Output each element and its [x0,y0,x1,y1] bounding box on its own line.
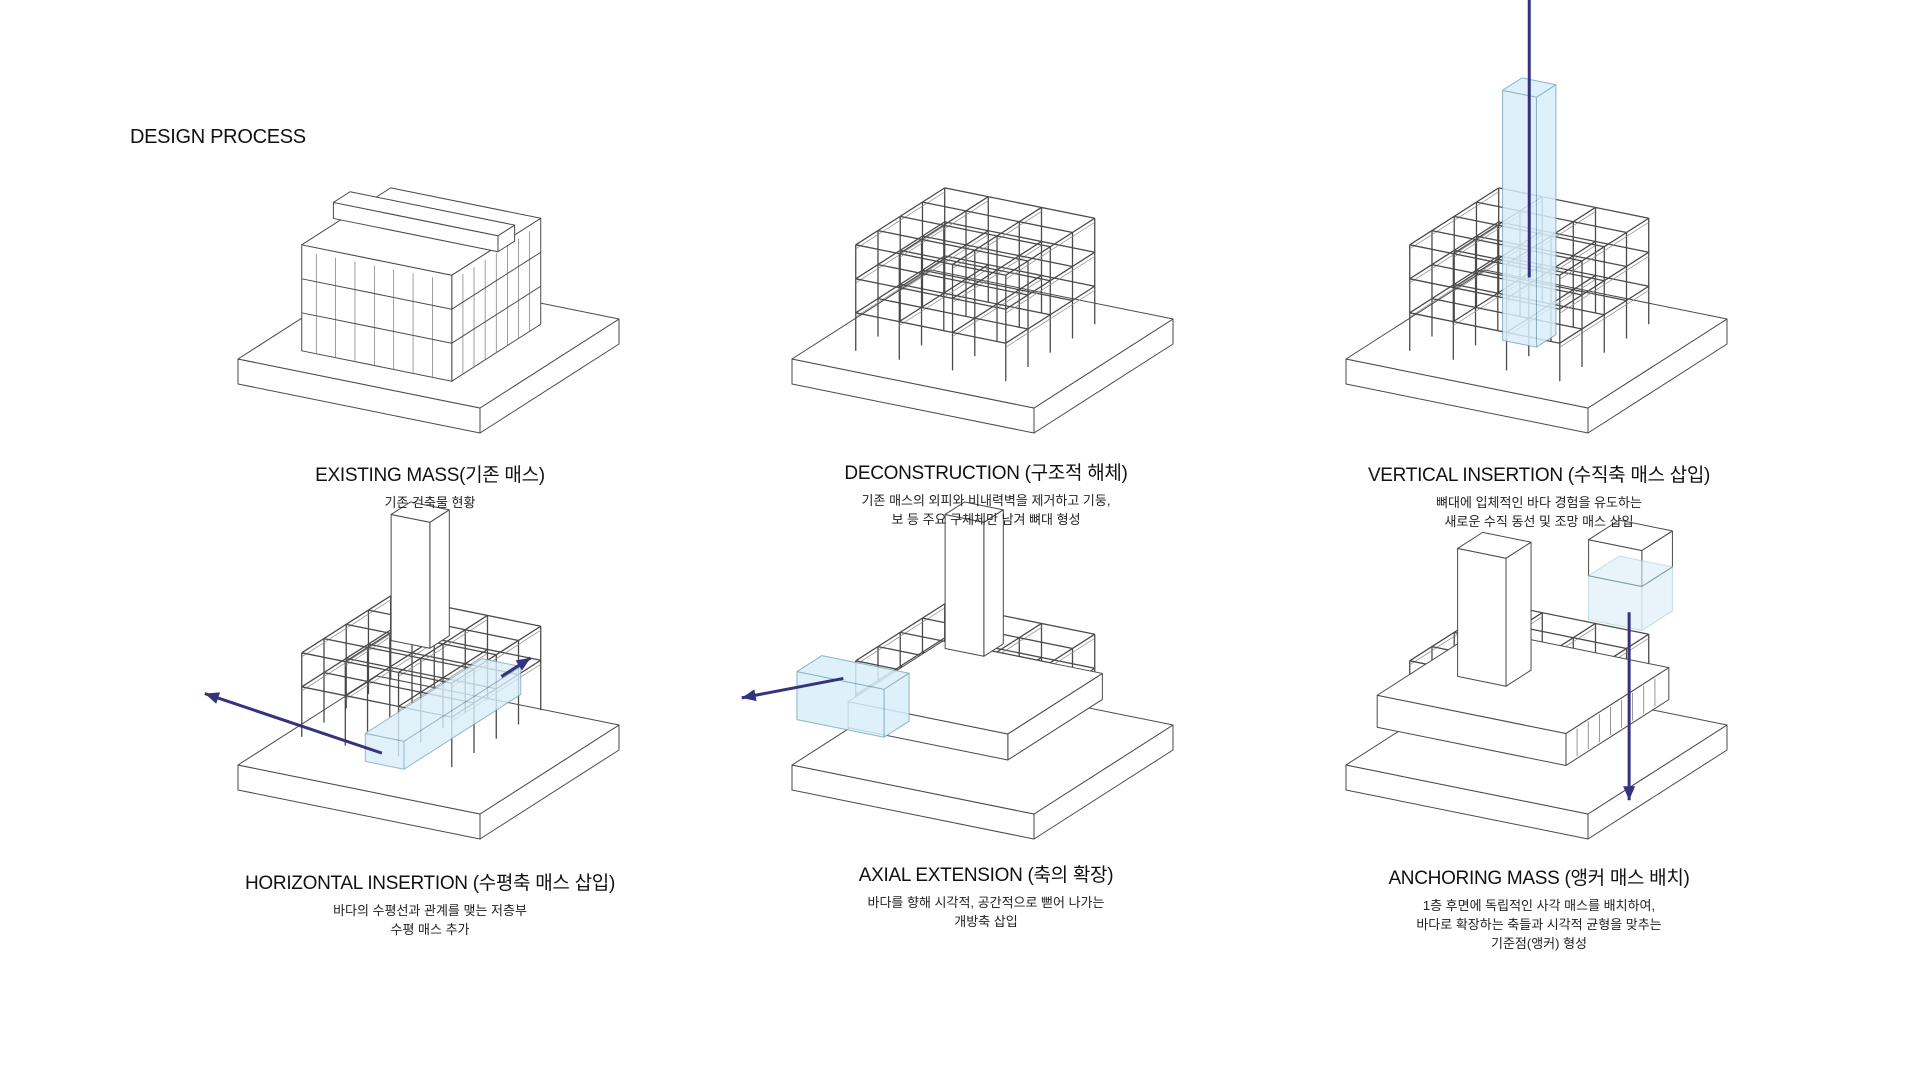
box-face [1457,547,1507,687]
floor-line [301,278,452,310]
page-heading: DESIGN PROCESS [130,126,306,148]
caption-desc: 1층 후면에 독립적인 사각 매스를 배치하여, [1422,898,1656,913]
floor-line [451,285,542,344]
beam [877,263,1029,296]
arrow-head-icon [515,657,531,671]
caption-existing-mass: EXISTING MASS(기존 매스) 기존 건축물 현황 [150,460,710,512]
box-face [983,509,1004,657]
beam [1559,289,1649,348]
beam [922,201,1073,234]
site-slab [791,269,1174,434]
caption-title: AXIAL EXTENSION (축의 확장) [858,865,1114,886]
caption-title: ANCHORING MASS (앵커 매스 배치) [1388,868,1690,889]
existing-mass-diagram [237,187,620,434]
box-face [1505,541,1532,687]
beam [855,312,1006,344]
vertical-tower [944,501,1004,657]
caption-title: HORIZONTAL INSERTION (수평축 매스 삽입) [245,873,615,894]
vertical-tower [390,501,450,649]
caption-desc: 새로운 수직 동선 및 조망 매스 삽입 [1444,514,1634,529]
caption-anchoring-mass: ANCHORING MASS (앵커 매스 배치) 1층 후면에 독립적인 사각… [1259,863,1819,953]
beam [1005,221,1095,280]
beam [855,278,1006,310]
box-face [944,513,985,657]
horizontal-insertion-diagram [204,501,620,840]
beam [1559,221,1649,280]
box-face [1535,84,1557,348]
caption-desc: 바다로 확장하는 축들과 시각적 균형을 맞추는 [1416,917,1662,932]
beam [301,599,391,658]
beam [1409,191,1499,250]
box-face [390,513,431,649]
caption-desc: 개방축 삽입 [954,914,1018,929]
beam [301,629,392,688]
beam [899,200,989,258]
beam [900,215,1051,248]
beam [952,211,1042,269]
vertical-tower [1457,531,1532,687]
beam [1005,289,1095,348]
caption-desc: 바다를 향해 시각적, 공간적으로 뻗어 나가는 [867,895,1105,910]
floor-line [301,312,452,344]
beam [855,607,945,666]
beam [944,187,1095,219]
arrow-head-icon [741,689,757,702]
floor-line [451,251,542,310]
beam [877,229,1029,262]
caption-title: DECONSTRUCTION (구조적 해체) [844,463,1128,484]
caption-axial-extension: AXIAL EXTENSION (축의 확장) 바다를 향해 시각적, 공간적으… [706,860,1266,931]
box-face [796,655,910,690]
caption-horizontal-insertion: HORIZONTAL INSERTION (수평축 매스 삽입) 바다의 수평선… [150,868,710,939]
axial-extension-diagram [741,501,1174,840]
axial-arrow [741,676,844,700]
anchoring-mass-diagram [1345,519,1728,840]
beam [855,244,1006,276]
beam [301,595,392,654]
caption-desc: 기준점(앵커) 형성 [1491,936,1587,951]
axial-glass-mass [796,655,910,738]
structural-frame [855,187,1096,382]
caption-desc: 기존 매스의 외피와 비내력벽을 제거하고 기둥, [861,493,1111,508]
beam [1559,255,1649,314]
vertical-insertion-diagram [1345,0,1728,434]
caption-title: VERTICAL INSERTION (수직축 매스 삽입) [1367,465,1711,486]
beam [301,652,452,684]
beam [944,255,1095,287]
box-face [364,658,522,742]
box-face [429,509,450,649]
roof-core [332,191,516,253]
caption-deconstruction: DECONSTRUCTION (구조적 해체) 기존 매스의 외피와 비내력벽을… [706,458,1266,529]
beam [900,283,1051,316]
beam [900,249,1051,282]
beam [944,221,1095,253]
box-face [332,191,516,237]
deconstruction-diagram [791,187,1174,434]
horizontal-mass [1376,628,1670,766]
beam [323,637,475,670]
beam [398,619,488,677]
arrow-head-icon [204,692,221,704]
box-face [1588,519,1673,551]
arrow-head-icon [1623,786,1636,801]
caption-desc: 수평 매스 추가 [390,922,470,937]
caption-vertical-insertion: VERTICAL INSERTION (수직축 매스 삽입) 뼈대에 입체적인 … [1259,460,1819,531]
caption-desc: 바다의 수평선과 관계를 맺는 저층부 [333,903,527,918]
beam [855,191,945,250]
box-face [390,501,450,523]
caption-title: EXISTING MASS(기존 매스) [315,465,545,486]
box-face [944,501,1004,523]
box-face [1588,555,1673,587]
beam [922,235,1073,268]
box-face [1457,531,1532,559]
beam [1005,255,1095,314]
horizontal-arrow-west [204,692,383,755]
beam [922,269,1073,302]
box-face [1502,89,1537,348]
beam [877,297,1029,330]
caption-desc: 기존 건축물 현황 [384,495,476,510]
beam [855,603,946,662]
caption-desc: 뼈대에 입체적인 바다 경험을 유도하는 [1436,495,1642,510]
caption-desc: 보 등 주요 구체체만 남겨 뼈대 형성 [891,512,1081,527]
